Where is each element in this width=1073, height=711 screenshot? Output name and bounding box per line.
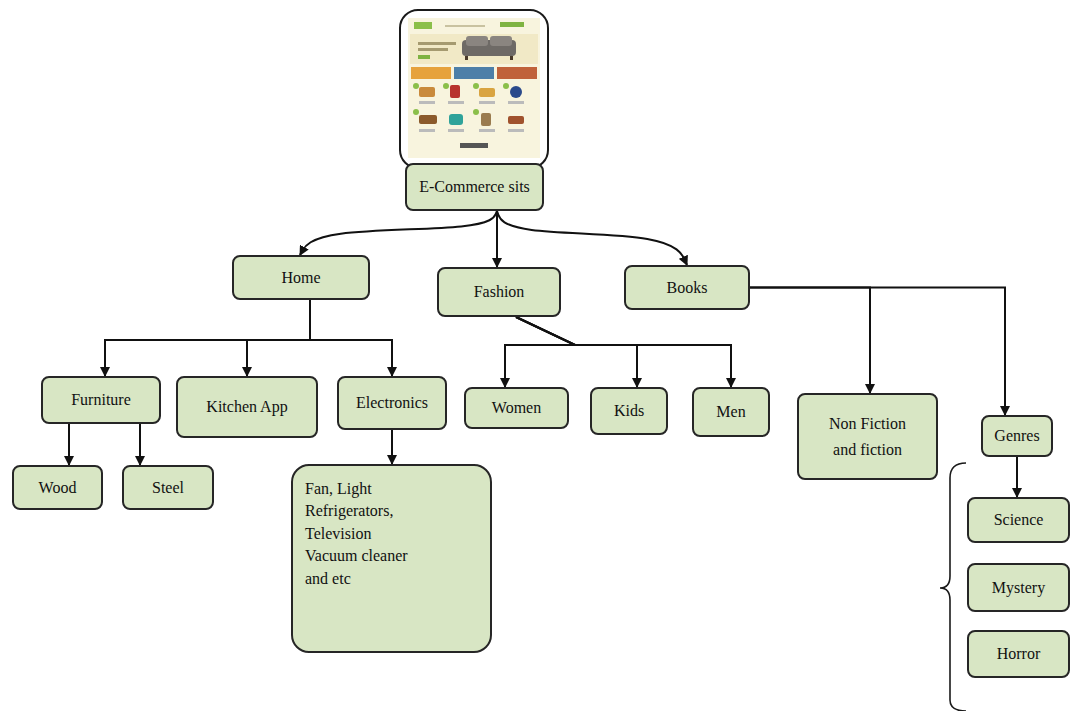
product-image [510, 86, 522, 98]
node-label: Books [667, 277, 708, 299]
hero-banner [410, 34, 538, 64]
node-label: Home [281, 267, 320, 289]
connector-arrow [247, 300, 310, 376]
site-button [500, 22, 524, 27]
subcategory-box: Men [692, 387, 770, 437]
hero-line [418, 42, 456, 45]
product-price [419, 129, 435, 132]
node-label: Science [994, 509, 1044, 531]
node-label: Fan, Light Refrigerators, Television Vac… [305, 478, 423, 590]
product-price [448, 101, 464, 104]
product-price [448, 129, 464, 132]
node-label: Mystery [992, 577, 1045, 599]
connector-arrow [516, 317, 637, 387]
node-label: Kids [614, 400, 644, 422]
node-label: Wood [39, 477, 77, 499]
product-image [449, 114, 463, 125]
hero-button [418, 55, 430, 59]
material-box: Wood [12, 465, 103, 510]
product-image [419, 87, 435, 97]
product-image [481, 113, 491, 126]
product-price [508, 129, 524, 132]
material-box: Steel [122, 465, 214, 510]
sofa-cushion [490, 36, 512, 46]
node-label: Furniture [71, 389, 131, 411]
product-badge [413, 83, 419, 89]
subcategory-box: Genres [981, 415, 1053, 457]
subcategory-box: Electronics [337, 376, 447, 430]
connector-arrow [750, 288, 870, 394]
subcategory-box: Kitchen App [176, 376, 318, 438]
website-screenshot [400, 10, 548, 168]
product-badge [473, 83, 479, 89]
curly-brace [940, 463, 966, 711]
screenshot-frame [400, 10, 548, 168]
node-label: E-Commerce sits [419, 176, 530, 198]
subcategory-box: Non Fiction and fiction [797, 393, 938, 480]
promo-tile [411, 67, 451, 79]
product-image [479, 88, 495, 97]
category-box: Home [232, 255, 370, 300]
connector-arrow [516, 317, 731, 387]
item-list-box: Fan, Light Refrigerators, Television Vac… [291, 464, 492, 653]
node-label: Electronics [356, 392, 428, 414]
connector-arrow [139, 424, 141, 465]
node-label: Horror [997, 643, 1041, 665]
product-badge [473, 109, 479, 115]
sofa-cushion [466, 36, 488, 46]
node-label: Non Fiction and fiction [819, 411, 917, 462]
connector-arrow [105, 300, 310, 376]
promo-tile [454, 67, 494, 79]
connector-arrow [496, 211, 498, 267]
genre-box: Horror [967, 630, 1070, 678]
genre-box: Science [967, 497, 1070, 543]
connector-arrow [391, 430, 393, 464]
root-box: E-Commerce sits [405, 163, 544, 211]
node-label: Steel [152, 477, 184, 499]
connector-arrow [497, 211, 687, 265]
site-nav [445, 25, 485, 27]
category-box: Books [624, 265, 750, 310]
site-logo [414, 22, 432, 29]
product-price [508, 101, 524, 104]
product-price [479, 129, 495, 132]
product-badge [503, 83, 509, 89]
screen-ground [408, 18, 540, 158]
node-label: Fashion [474, 281, 525, 303]
connector-arrow [68, 424, 70, 465]
connector-arrow [300, 211, 497, 255]
product-price [479, 101, 495, 104]
sofa-leg [510, 56, 513, 60]
sofa-leg [465, 56, 468, 60]
node-label: Genres [994, 425, 1039, 447]
subcategory-box: Kids [590, 387, 668, 435]
site-footer-button [460, 143, 488, 148]
product-image [419, 115, 437, 124]
subcategory-box: Women [464, 387, 569, 429]
product-image [508, 116, 524, 124]
genre-box: Mystery [967, 563, 1070, 612]
connector-arrow [1016, 457, 1018, 497]
product-badge [413, 109, 419, 115]
connector-arrow [310, 300, 392, 376]
hero-line [418, 48, 448, 51]
node-label: Men [716, 401, 745, 423]
product-price [419, 101, 435, 104]
category-box: Fashion [437, 267, 561, 317]
subcategory-box: Furniture [41, 376, 161, 424]
node-label: Kitchen App [206, 396, 287, 418]
product-image [450, 85, 460, 98]
node-label: Women [492, 397, 541, 419]
product-badge [443, 83, 449, 89]
promo-tile [497, 67, 537, 79]
